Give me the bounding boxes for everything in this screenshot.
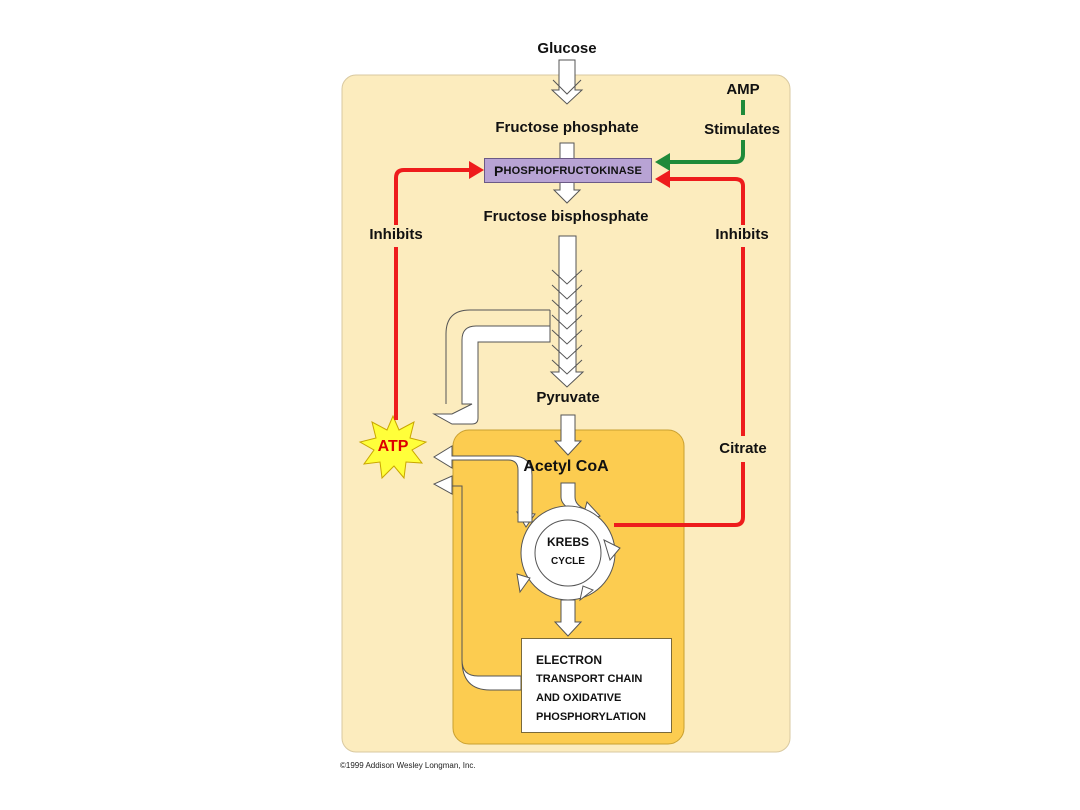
glucose-arrow	[550, 59, 584, 105]
etc-line-1: ELECTRON	[536, 653, 602, 667]
citrate-inhibits-arrow	[614, 177, 745, 527]
citrate-inhibits-arrowhead	[655, 170, 670, 188]
etc-line-2: TRANSPORT CHAIN	[536, 673, 643, 685]
copyright-notice: ©1999 Addison Wesley Longman, Inc.	[340, 761, 476, 770]
etc-atp-arrow	[432, 475, 522, 691]
fructose-bisphosphate-label: Fructose bisphosphate	[483, 208, 649, 225]
amp-label: AMP	[726, 81, 760, 98]
krebs-atp-arrow	[433, 445, 533, 523]
citrate-label: Citrate	[719, 440, 767, 457]
pyruvate-label: Pyruvate	[536, 389, 600, 406]
inhibits-left-label: Inhibits	[369, 226, 423, 243]
atp-label: ATP	[377, 438, 409, 455]
pyruvate-arrow	[553, 414, 583, 456]
pfk-initial: P	[493, 162, 504, 179]
acetyl-coa-label: Acetyl CoA	[523, 458, 609, 475]
glycolysis-chain-arrow	[549, 235, 585, 388]
krebs-line-2: CYCLE	[551, 556, 585, 567]
krebs-to-etc-arrow	[553, 599, 583, 637]
atp-inhibits-arrow	[394, 168, 472, 420]
atp-burst	[358, 414, 428, 480]
krebs-cycle-label: KREBS CYCLE	[532, 532, 604, 572]
glycolysis-atp-arrow	[432, 309, 551, 425]
fructose-phosphate-label: Fructose phosphate	[495, 119, 639, 136]
stimulates-arrow	[668, 100, 745, 164]
electron-transport-chain-box: ELECTRON TRANSPORT CHAIN AND OXIDATIVE P…	[521, 638, 672, 733]
etc-line-3: AND OXIDATIVE	[536, 692, 622, 704]
stimulates-arrowhead	[655, 153, 670, 171]
glucose-label: Glucose	[537, 40, 597, 57]
pfk-rest: HOSPHOFRUCTOKINASE	[503, 164, 642, 177]
etc-line-4: PHOSPHORYLATION	[536, 711, 647, 723]
krebs-line-1: KREBS	[546, 535, 589, 549]
atp-inhibits-arrowhead	[469, 161, 484, 179]
inhibits-right-label: Inhibits	[715, 226, 769, 243]
stimulates-label: Stimulates	[704, 121, 780, 138]
